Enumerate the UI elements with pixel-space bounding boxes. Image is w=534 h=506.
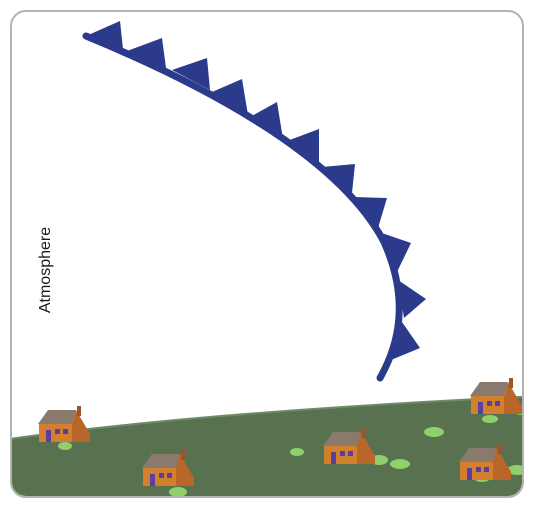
house-part	[150, 474, 155, 486]
house-part	[476, 467, 481, 472]
house-part	[181, 450, 185, 460]
house-part	[77, 406, 81, 416]
bush	[169, 487, 187, 497]
front-triangles	[86, 21, 426, 360]
house-part	[484, 467, 489, 472]
house	[470, 378, 522, 414]
house-part	[498, 444, 502, 454]
house-part	[362, 428, 366, 438]
bush	[482, 415, 498, 423]
house	[38, 406, 90, 442]
house-part	[331, 452, 336, 464]
front-triangle	[379, 232, 411, 272]
house-part	[348, 451, 353, 456]
house-part	[467, 468, 472, 480]
house-part	[159, 473, 164, 478]
atmosphere-label: Atmosphere	[37, 227, 55, 313]
bush	[424, 427, 444, 437]
diagram-frame: Atmosphere	[10, 10, 524, 498]
bush	[290, 448, 304, 456]
house-part	[167, 473, 172, 478]
bush	[58, 442, 72, 450]
house-part	[470, 382, 508, 396]
house-part	[63, 429, 68, 434]
front-triangle	[322, 164, 355, 193]
house-part	[509, 378, 513, 388]
house-part	[495, 401, 500, 406]
house-part	[38, 410, 76, 424]
bush	[390, 459, 410, 469]
house-part	[487, 401, 492, 406]
front-scene	[12, 12, 524, 498]
house-part	[340, 451, 345, 456]
house-part	[478, 402, 483, 414]
house-part	[46, 430, 51, 442]
house-part	[55, 429, 60, 434]
